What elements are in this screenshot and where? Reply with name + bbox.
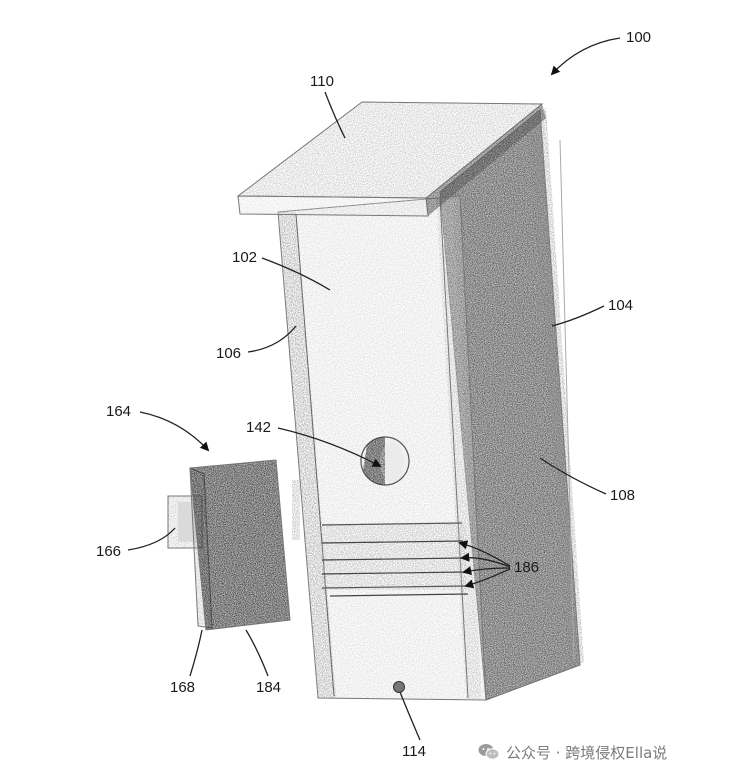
leader-110	[324, 91, 346, 139]
label-164: 164	[106, 403, 131, 420]
label-102: 102	[232, 249, 257, 266]
label-104: 104	[608, 297, 633, 314]
leader-186-b	[460, 552, 511, 568]
leader-106	[247, 325, 297, 353]
leader-102	[261, 257, 331, 291]
label-166: 166	[96, 543, 121, 560]
label-168: 168	[170, 679, 195, 696]
label-110: 110	[310, 73, 334, 90]
label-142: 142	[246, 419, 271, 436]
front-edge-strip	[278, 212, 336, 698]
leader-186-d	[464, 568, 511, 589]
leader-168	[189, 629, 203, 677]
entrance-hole	[360, 436, 410, 486]
watermark: 公众号 · 跨境侵权Ella说	[478, 738, 667, 766]
label-100: 100	[626, 29, 651, 46]
leader-164	[139, 411, 210, 452]
watermark-text: 公众号 · 跨境侵权Ella说	[506, 743, 668, 762]
label-184: 184	[256, 679, 281, 696]
bottom-fastener	[393, 681, 405, 693]
module-housing	[189, 459, 291, 631]
leader-114	[399, 691, 421, 741]
label-108: 108	[610, 487, 635, 504]
label-106: 106	[216, 345, 241, 362]
label-114: 114	[402, 743, 426, 760]
wechat-icon	[478, 743, 500, 761]
leader-186-c	[462, 566, 511, 576]
vent-slots	[321, 522, 467, 590]
leader-104	[551, 305, 605, 327]
leader-lines	[127, 37, 621, 741]
label-186: 186	[514, 559, 539, 576]
leader-184	[245, 629, 269, 677]
attachment-module	[167, 459, 300, 631]
leader-100	[550, 37, 621, 76]
reference-numerals: 100 110 102 104 106 164 142 108 166 186 …	[96, 29, 651, 760]
roof	[236, 101, 546, 217]
leader-166	[127, 527, 176, 551]
leader-186-a	[458, 540, 511, 567]
leader-142	[277, 427, 382, 467]
leader-108	[539, 457, 607, 495]
